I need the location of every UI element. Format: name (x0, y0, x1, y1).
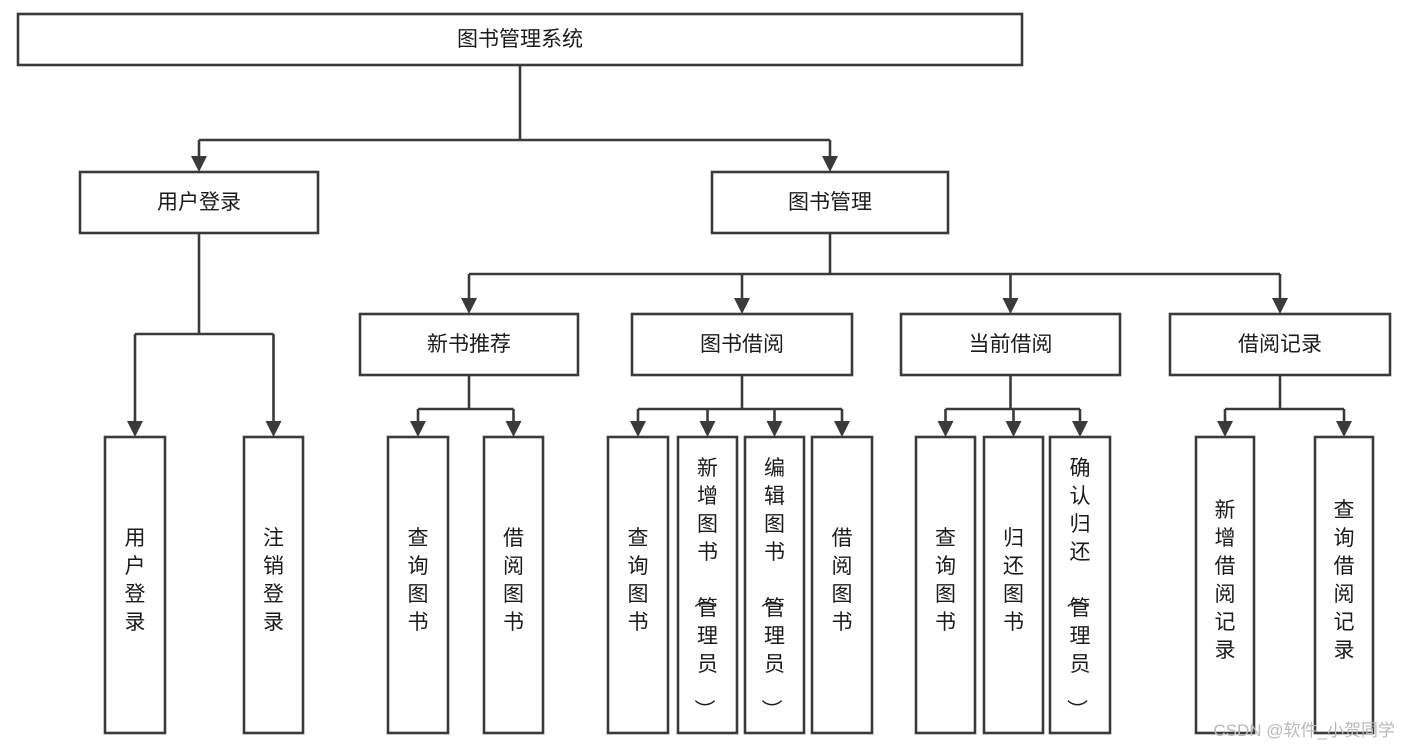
node-leaf-add-borrow-record[interactable]: 新增借阅记录 (1194, 435, 1256, 735)
node-box[interactable] (982, 435, 1045, 735)
node-label: 新增借阅记录 (1215, 499, 1236, 662)
node-book-borrow[interactable]: 图书借阅 (630, 312, 854, 377)
node-leaf-add-book-admin[interactable]: 新增图书（管理员） (676, 435, 739, 735)
node-label: 注销登录 (263, 527, 284, 634)
node-new-book-rec[interactable]: 新书推荐 (358, 312, 580, 377)
node-label: 借阅记录 (1238, 333, 1322, 356)
node-box[interactable] (914, 435, 977, 735)
node-label: 图书管理 (788, 191, 872, 214)
node-leaf-user-logout[interactable]: 注销登录 (242, 435, 305, 735)
node-label: 查询图书 (935, 527, 956, 634)
arrow-head (766, 421, 783, 437)
node-label: 新书推荐 (427, 333, 511, 356)
node-box[interactable] (1194, 435, 1256, 735)
node-box[interactable] (358, 312, 580, 377)
node-label: 用户登录 (157, 191, 241, 214)
node-box[interactable] (242, 435, 305, 735)
arrow-head (410, 421, 426, 437)
nodes-layer: 图书管理系统用户登录图书管理新书推荐图书借阅当前借阅借阅记录用户登录注销登录查询… (16, 12, 1392, 735)
node-label: 归还图书 (1003, 527, 1024, 634)
node-box[interactable] (103, 435, 167, 735)
arrow-head (265, 421, 282, 437)
node-box[interactable] (710, 170, 950, 235)
node-leaf-user-login[interactable]: 用户登录 (103, 435, 167, 735)
node-current-borrow[interactable]: 当前借阅 (899, 312, 1122, 377)
node-box[interactable] (1048, 435, 1112, 735)
arrow-head (505, 421, 522, 437)
node-label: 图书借阅 (700, 333, 784, 356)
node-root[interactable]: 图书管理系统 (16, 12, 1024, 67)
arrow-head (461, 298, 477, 314)
arrow-head (1336, 421, 1352, 437)
node-box[interactable] (630, 312, 854, 377)
arrow-head (834, 421, 850, 437)
node-book-manage[interactable]: 图书管理 (710, 170, 950, 235)
node-box[interactable] (16, 12, 1024, 67)
arrow-head (191, 156, 207, 172)
node-box[interactable] (386, 435, 450, 735)
node-label: 图书管理系统 (457, 28, 583, 51)
node-leaf-query-book-borrow[interactable]: 查询图书 (606, 435, 670, 735)
node-label: 查询图书 (628, 527, 649, 634)
node-box[interactable] (606, 435, 670, 735)
arrow-head (822, 156, 838, 172)
node-box[interactable] (676, 435, 739, 735)
node-leaf-borrow-book-rec[interactable]: 借阅图书 (482, 435, 545, 735)
arrow-head (630, 421, 646, 437)
arrow-head (1217, 421, 1233, 437)
node-box[interactable] (810, 435, 874, 735)
arrow-head (1005, 421, 1022, 437)
node-box[interactable] (1168, 312, 1392, 377)
arrow-head (937, 421, 954, 437)
node-box[interactable] (743, 435, 806, 735)
node-leaf-query-book-current[interactable]: 查询图书 (914, 435, 977, 735)
arrow-head (127, 421, 143, 437)
node-leaf-edit-book-admin[interactable]: 编辑图书（管理员） (743, 435, 806, 735)
arrow-head (1072, 421, 1088, 437)
node-box[interactable] (899, 312, 1122, 377)
connectors-layer (127, 65, 1352, 437)
node-label: 借阅图书 (503, 527, 524, 634)
node-leaf-query-book-rec[interactable]: 查询图书 (386, 435, 450, 735)
node-label: 借阅图书 (832, 527, 853, 634)
watermark-label: CSDN @软件_小贺同学 (1213, 721, 1395, 740)
node-label: 确认归还（管理员） (1065, 457, 1091, 720)
arrow-head (1272, 298, 1288, 314)
node-leaf-confirm-return-admin[interactable]: 确认归还（管理员） (1048, 435, 1112, 735)
node-leaf-return-book[interactable]: 归还图书 (982, 435, 1045, 735)
node-user-login[interactable]: 用户登录 (78, 170, 320, 235)
arrow-head (734, 298, 750, 314)
node-borrow-record[interactable]: 借阅记录 (1168, 312, 1392, 377)
node-leaf-borrow-book[interactable]: 借阅图书 (810, 435, 874, 735)
node-label: 编辑图书（管理员） (759, 457, 785, 720)
node-label: 用户登录 (125, 527, 146, 634)
node-leaf-query-borrow-record[interactable]: 查询借阅记录 (1313, 435, 1375, 735)
node-label: 新增图书（管理员） (692, 457, 718, 720)
node-label: 查询借阅记录 (1334, 499, 1355, 662)
node-label: 查询图书 (408, 527, 429, 634)
node-box[interactable] (482, 435, 545, 735)
arrow-head (1002, 298, 1019, 314)
node-box[interactable] (78, 170, 320, 235)
node-label: 当前借阅 (969, 333, 1053, 356)
arrow-head (699, 421, 716, 437)
node-box[interactable] (1313, 435, 1375, 735)
